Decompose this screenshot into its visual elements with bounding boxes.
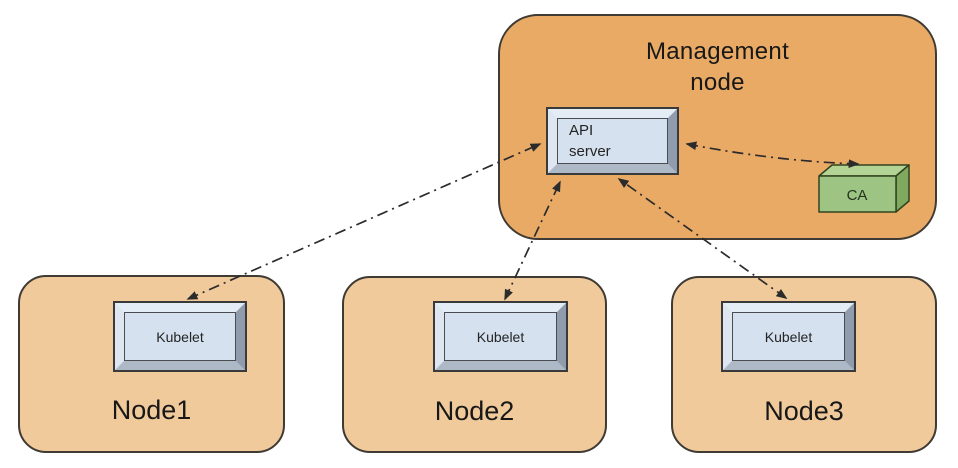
- management-node-title-line2: node: [690, 69, 745, 96]
- api-server-bevel: API server: [548, 109, 677, 173]
- management-node-title-line1: Management: [645, 38, 790, 65]
- kubelet2-label: Kubelet: [476, 328, 525, 345]
- kubelet1-bevel: Kubelet: [115, 303, 245, 370]
- node2-label: Node2: [434, 396, 515, 426]
- kubelet1-box: Kubelet: [113, 301, 247, 372]
- api-server-label-line1: API: [569, 122, 594, 139]
- node3-label: Node3: [764, 396, 844, 426]
- api-server-face: API server: [557, 118, 668, 164]
- kubelet3-box: Kubelet: [721, 301, 856, 372]
- kubelet2-face: Kubelet: [444, 312, 557, 361]
- kubelet1-face: Kubelet: [124, 312, 236, 361]
- kubelet3-label: Kubelet: [764, 328, 813, 345]
- kubelet3-bevel: Kubelet: [723, 303, 854, 370]
- kubelet3-face: Kubelet: [732, 312, 845, 361]
- kubelet2-box: Kubelet: [433, 301, 568, 372]
- api-server-box: API server: [546, 107, 679, 175]
- api-server-label-line2: server: [569, 143, 611, 160]
- kubelet2-bevel: Kubelet: [435, 303, 566, 370]
- management-node-title: Management node: [500, 36, 935, 98]
- node1-label: Node1: [111, 395, 192, 425]
- kubelet1-label: Kubelet: [156, 328, 204, 345]
- api-server-label: API server: [558, 120, 667, 162]
